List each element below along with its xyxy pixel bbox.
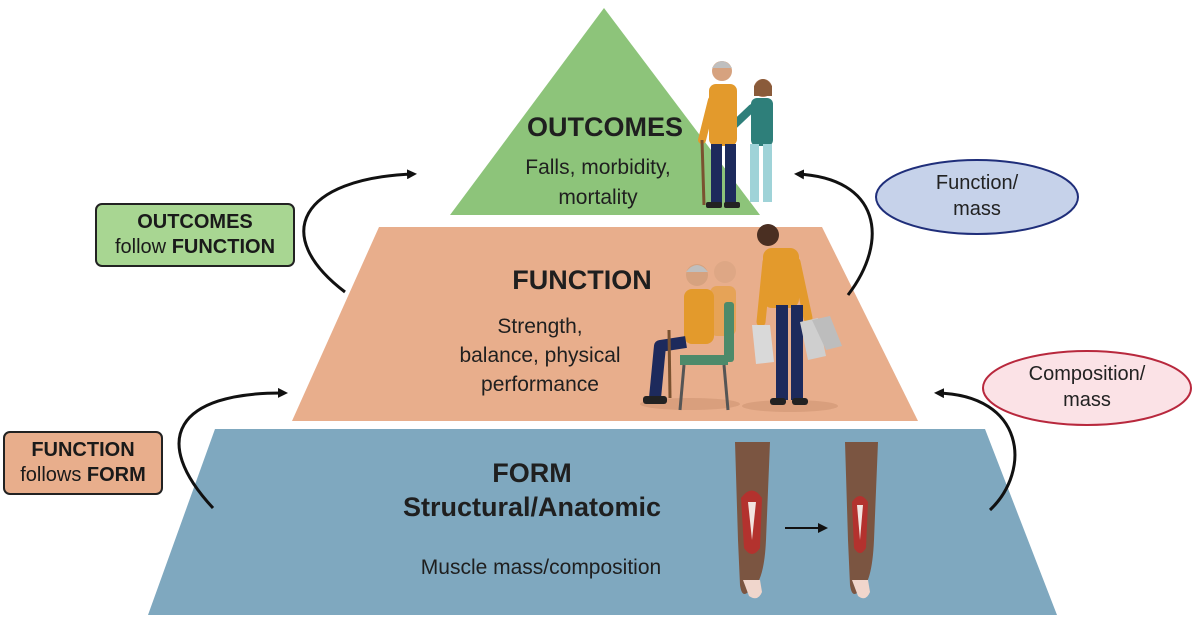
arrow-form-to-function-right bbox=[934, 388, 1017, 512]
label-function-follows-form: FUNCTION follows FORM bbox=[3, 431, 163, 495]
form-title: FORM bbox=[492, 458, 571, 488]
outcomes-desc-line2: mortality bbox=[558, 186, 638, 209]
label-word-follows: follows bbox=[20, 464, 82, 486]
label-word-form: FORM bbox=[86, 464, 146, 486]
form-desc: Muscle mass/composition bbox=[421, 556, 661, 579]
person-carrying-bags-icon bbox=[742, 224, 842, 412]
function-desc-line1: Strength, bbox=[497, 315, 582, 338]
leg-muscle-after-icon bbox=[845, 442, 878, 599]
arrow-form-to-function-left bbox=[177, 387, 288, 510]
person-sit-to-stand-icon bbox=[640, 261, 740, 411]
leg-muscle-before-icon bbox=[735, 442, 770, 599]
label-word-follow: follow bbox=[114, 236, 167, 258]
ellipse-composition-mass-line1: Composition/ bbox=[1028, 363, 1146, 385]
ellipse-function-mass bbox=[875, 159, 1079, 235]
arrow-function-to-outcomes-right bbox=[794, 169, 874, 296]
outcomes-title: OUTCOMES bbox=[527, 112, 683, 142]
ellipse-composition-mass bbox=[982, 350, 1192, 426]
arrow-function-to-outcomes-left bbox=[302, 169, 417, 294]
ellipse-function-mass-text: Function/ mass bbox=[877, 170, 1077, 222]
label-word-outcomes: OUTCOMES bbox=[137, 211, 253, 233]
tier-outcomes-shape bbox=[450, 8, 760, 215]
people-walking-with-cane-icon bbox=[698, 61, 773, 208]
function-desc-line3: performance bbox=[481, 373, 599, 396]
label-word-function-2: FUNCTION bbox=[31, 439, 135, 461]
ellipse-function-mass-line1: Function/ bbox=[935, 172, 1019, 194]
function-desc-line2: balance, physical bbox=[459, 344, 620, 367]
ellipse-function-mass-line2: mass bbox=[953, 198, 1001, 220]
tier-form-shape bbox=[148, 429, 1057, 615]
form-subtitle: Structural/Anatomic bbox=[403, 492, 661, 522]
function-title: FUNCTION bbox=[512, 265, 651, 295]
ellipse-composition-mass-text: Composition/ mass bbox=[983, 361, 1191, 413]
label-word-function: FUNCTION bbox=[171, 236, 276, 258]
label-outcomes-follow-function: OUTCOMES follow FUNCTION bbox=[95, 203, 295, 267]
outcomes-desc-line1: Falls, morbidity, bbox=[525, 156, 670, 179]
ellipse-composition-mass-line2: mass bbox=[1063, 389, 1111, 411]
